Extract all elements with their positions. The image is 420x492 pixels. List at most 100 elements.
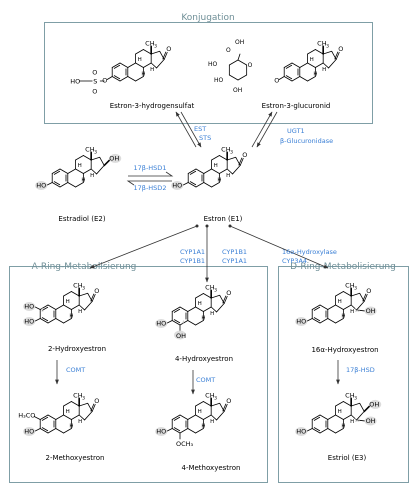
bond xyxy=(195,168,205,174)
bond xyxy=(70,414,80,420)
bond xyxy=(334,51,339,60)
bond xyxy=(162,51,167,60)
bond xyxy=(67,182,76,188)
bond xyxy=(187,320,196,326)
enzyme-17hsd: 17β-HSD xyxy=(346,366,375,374)
methyl-subscript: 3 xyxy=(82,395,85,401)
estrone-glucuronide-label: Estron-3-glucuronid xyxy=(262,102,331,110)
sulfur-label: S xyxy=(93,78,97,86)
bond xyxy=(75,182,84,188)
bond xyxy=(113,75,121,80)
ether-oxygen: O xyxy=(102,77,107,85)
h-label: H xyxy=(90,173,94,179)
bond xyxy=(39,428,49,434)
bond xyxy=(41,306,49,311)
bond xyxy=(195,414,204,420)
bond xyxy=(84,300,93,311)
conjugation-box xyxy=(44,22,373,124)
bond xyxy=(189,170,197,175)
bond xyxy=(75,168,84,174)
methyl-subscript: 3 xyxy=(326,43,329,49)
bond xyxy=(232,164,241,175)
hydroxyl-highlight xyxy=(364,416,377,426)
ring-oxygen: O xyxy=(248,62,253,69)
bond xyxy=(350,402,361,407)
bond xyxy=(33,428,41,432)
d-ring-title: D-Ring-Metabolisierung xyxy=(290,262,396,272)
bond xyxy=(335,291,344,297)
oxo-label: O xyxy=(226,289,231,297)
bond xyxy=(156,59,165,69)
bond xyxy=(91,403,96,412)
bond xyxy=(238,157,243,166)
hydroxyl-label: OH xyxy=(366,307,376,315)
hydroxyl-label: HO xyxy=(156,428,166,436)
bond xyxy=(179,306,189,312)
methyl-label: CH xyxy=(221,145,231,153)
carboxyl-oh: OH xyxy=(235,39,244,46)
bond xyxy=(356,410,365,421)
bond xyxy=(39,304,49,310)
bond xyxy=(55,318,64,324)
carbon-number: 4 xyxy=(182,320,185,325)
bond xyxy=(195,401,204,407)
bond xyxy=(210,294,221,299)
enzyme-a2-line1: CYP1A1 xyxy=(180,248,205,256)
methyl-subscript: 3 xyxy=(230,149,233,155)
bond xyxy=(285,64,293,69)
hydroxyl-highlight xyxy=(295,317,308,326)
bond xyxy=(239,157,244,166)
enzyme-glucuronidase: β-Glucuronidase xyxy=(280,137,333,145)
bond xyxy=(55,428,64,434)
bond xyxy=(173,319,181,324)
bond xyxy=(222,403,227,412)
h-label: H xyxy=(150,67,154,73)
hydroxyl-label: HO xyxy=(296,428,306,436)
bond xyxy=(195,293,204,299)
methyl-label: CH xyxy=(317,39,327,47)
bond xyxy=(226,168,233,175)
hydroxyl-highlight xyxy=(23,317,36,326)
bond xyxy=(362,293,367,302)
bond xyxy=(53,170,61,175)
methyl-subscript: 3 xyxy=(94,149,97,155)
bond xyxy=(195,428,204,434)
bond xyxy=(90,168,97,175)
bond xyxy=(47,304,57,310)
bond xyxy=(313,427,321,432)
bond xyxy=(78,304,85,311)
bond xyxy=(237,59,248,66)
hydroxyl-highlight xyxy=(23,302,36,311)
sulfate-oxygen: O xyxy=(92,88,97,96)
h-label: H xyxy=(310,57,314,63)
bond xyxy=(350,414,357,421)
bond xyxy=(311,428,321,434)
ether-oxygen: O xyxy=(274,77,279,85)
bond xyxy=(237,53,241,61)
h-label: H xyxy=(201,316,205,322)
enzyme-d16-line1: 16α-Hydroxylase xyxy=(282,248,337,256)
bond xyxy=(222,295,227,304)
bond xyxy=(63,401,72,407)
bond xyxy=(111,62,121,68)
bond xyxy=(70,291,80,297)
bond xyxy=(319,414,329,420)
a-ring-title: A-Ring-Metabolisierung xyxy=(32,262,137,272)
h-label: H xyxy=(138,57,142,63)
hydroxyl-label: HO xyxy=(36,182,46,190)
bond xyxy=(311,318,321,324)
bond xyxy=(78,292,89,297)
enzyme-a2-line2: CYP1B1 xyxy=(180,257,205,265)
hydroxyl-label: HO xyxy=(156,320,166,328)
bond xyxy=(171,428,181,434)
bond xyxy=(119,76,129,82)
bond xyxy=(350,304,357,311)
methoxy2-label: 2-Methoxyestron xyxy=(45,454,104,462)
bond xyxy=(335,414,344,420)
bond xyxy=(90,403,95,412)
bond xyxy=(70,304,80,310)
